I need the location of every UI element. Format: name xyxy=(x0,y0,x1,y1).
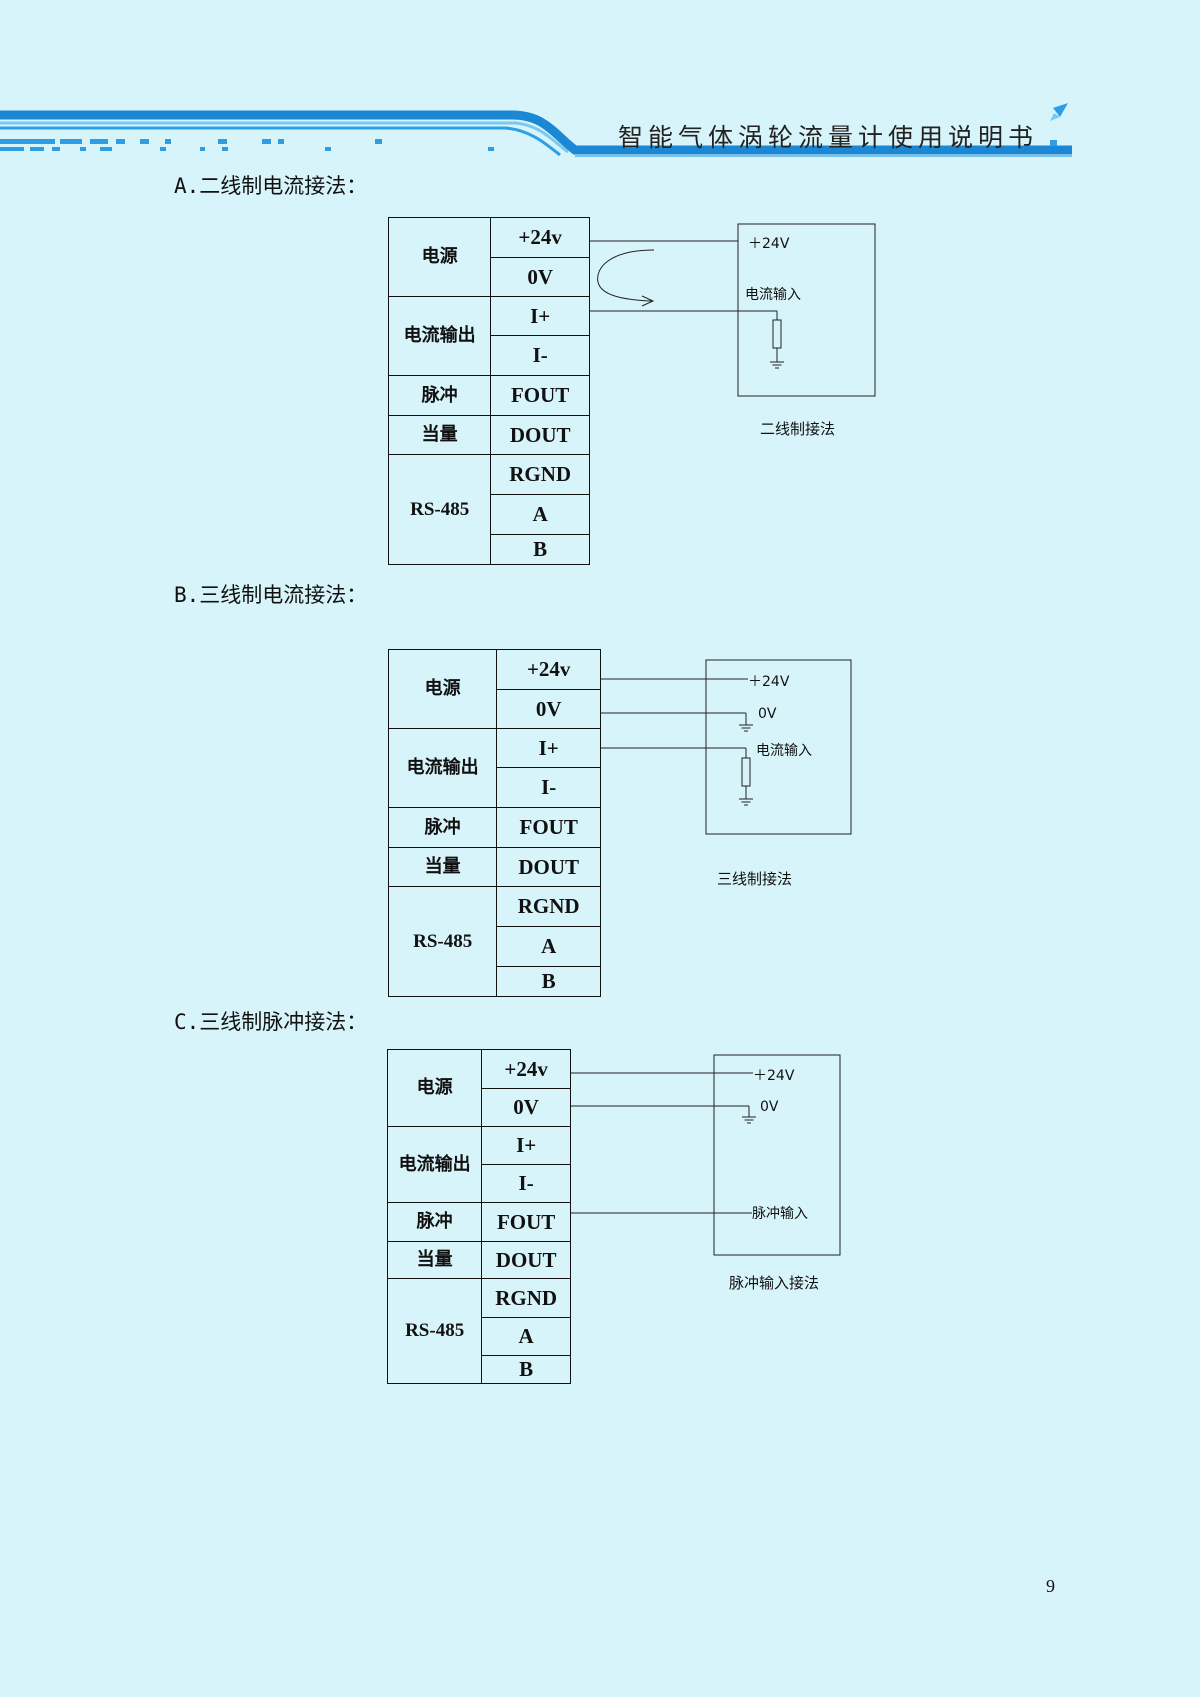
ground-icon xyxy=(770,361,784,369)
resistor-icon xyxy=(741,757,751,787)
device-b-0v-label: 0V xyxy=(758,706,777,722)
terminal-dout: DOUT xyxy=(481,1241,571,1279)
terminal-fout: FOUT xyxy=(490,375,590,416)
ground-icon xyxy=(742,1116,756,1124)
terminal-a: A xyxy=(481,1317,571,1356)
device-b-24v-label: ＋24V xyxy=(748,674,790,690)
group-power: 电源 xyxy=(387,217,492,297)
terminal-i-plus: I+ xyxy=(490,296,590,336)
group-rs485: RS-485 xyxy=(387,454,492,565)
document-title: 智能气体涡轮流量计使用说明书 xyxy=(618,123,1039,152)
terminal-fout: FOUT xyxy=(481,1202,571,1242)
terminal-rgnd: RGND xyxy=(496,886,601,927)
section-a-title: A.二线制电流接法： xyxy=(174,174,368,198)
terminal-a: A xyxy=(496,926,601,967)
terminal-i-plus: I+ xyxy=(496,728,601,768)
terminal-24v: +24v xyxy=(490,217,590,258)
caption-b: 三线制接法 xyxy=(717,870,793,888)
terminal-rgnd: RGND xyxy=(490,454,590,495)
group-power: 电源 xyxy=(387,649,498,729)
terminal-i-minus: I- xyxy=(490,335,590,376)
ground-icon xyxy=(739,798,753,806)
group-pulse: 脉冲 xyxy=(386,1202,483,1242)
terminal-rgnd: RGND xyxy=(481,1278,571,1318)
device-c-24v-label: ＋24V xyxy=(753,1068,795,1084)
group-equivalent: 当量 xyxy=(386,1241,483,1279)
group-rs485: RS-485 xyxy=(386,1278,483,1384)
device-c-pulse-input-label: 脉冲输入 xyxy=(752,1206,808,1222)
terminal-dout: DOUT xyxy=(496,847,601,887)
page-number: 9 xyxy=(1046,1576,1055,1596)
caption-c: 脉冲输入接法 xyxy=(729,1274,820,1292)
ground-icon xyxy=(739,724,753,732)
terminal-dout: DOUT xyxy=(490,415,590,455)
group-current-output: 电流输出 xyxy=(387,728,498,808)
section-b-title: B.三线制电流接法： xyxy=(174,583,368,607)
terminal-b: B xyxy=(496,966,601,997)
header-banner xyxy=(0,103,1072,157)
group-current-output: 电流输出 xyxy=(387,296,492,376)
terminal-0v: 0V xyxy=(496,689,601,729)
loop-arrow-icon xyxy=(597,249,655,302)
arrow-icon xyxy=(1050,103,1068,121)
group-rs485: RS-485 xyxy=(387,886,498,997)
terminal-24v: +24v xyxy=(481,1049,571,1089)
device-c-0v-label: 0V xyxy=(760,1099,779,1115)
terminal-i-minus: I- xyxy=(496,767,601,808)
terminal-a: A xyxy=(490,494,590,535)
group-power: 电源 xyxy=(386,1049,483,1127)
caption-a: 二线制接法 xyxy=(760,420,836,438)
device-a-24v-label: ＋24V xyxy=(748,236,790,252)
group-pulse: 脉冲 xyxy=(387,375,492,416)
terminal-i-minus: I- xyxy=(481,1164,571,1203)
terminal-0v: 0V xyxy=(490,257,590,297)
terminal-0v: 0V xyxy=(481,1088,571,1127)
resistor-icon xyxy=(772,319,782,349)
group-current-output: 电流输出 xyxy=(386,1126,483,1203)
terminal-24v: +24v xyxy=(496,649,601,690)
terminal-fout: FOUT xyxy=(496,807,601,848)
group-equivalent: 当量 xyxy=(387,847,498,887)
terminal-i-plus: I+ xyxy=(481,1126,571,1165)
group-pulse: 脉冲 xyxy=(387,807,498,848)
group-equivalent: 当量 xyxy=(387,415,492,455)
section-c-title: C.三线制脉冲接法： xyxy=(174,1010,368,1034)
device-b-current-input-label: 电流输入 xyxy=(756,743,812,759)
terminal-b: B xyxy=(481,1355,571,1384)
terminal-b: B xyxy=(490,534,590,565)
device-box-c xyxy=(713,1054,841,1256)
device-a-current-input-label: 电流输入 xyxy=(745,287,801,303)
